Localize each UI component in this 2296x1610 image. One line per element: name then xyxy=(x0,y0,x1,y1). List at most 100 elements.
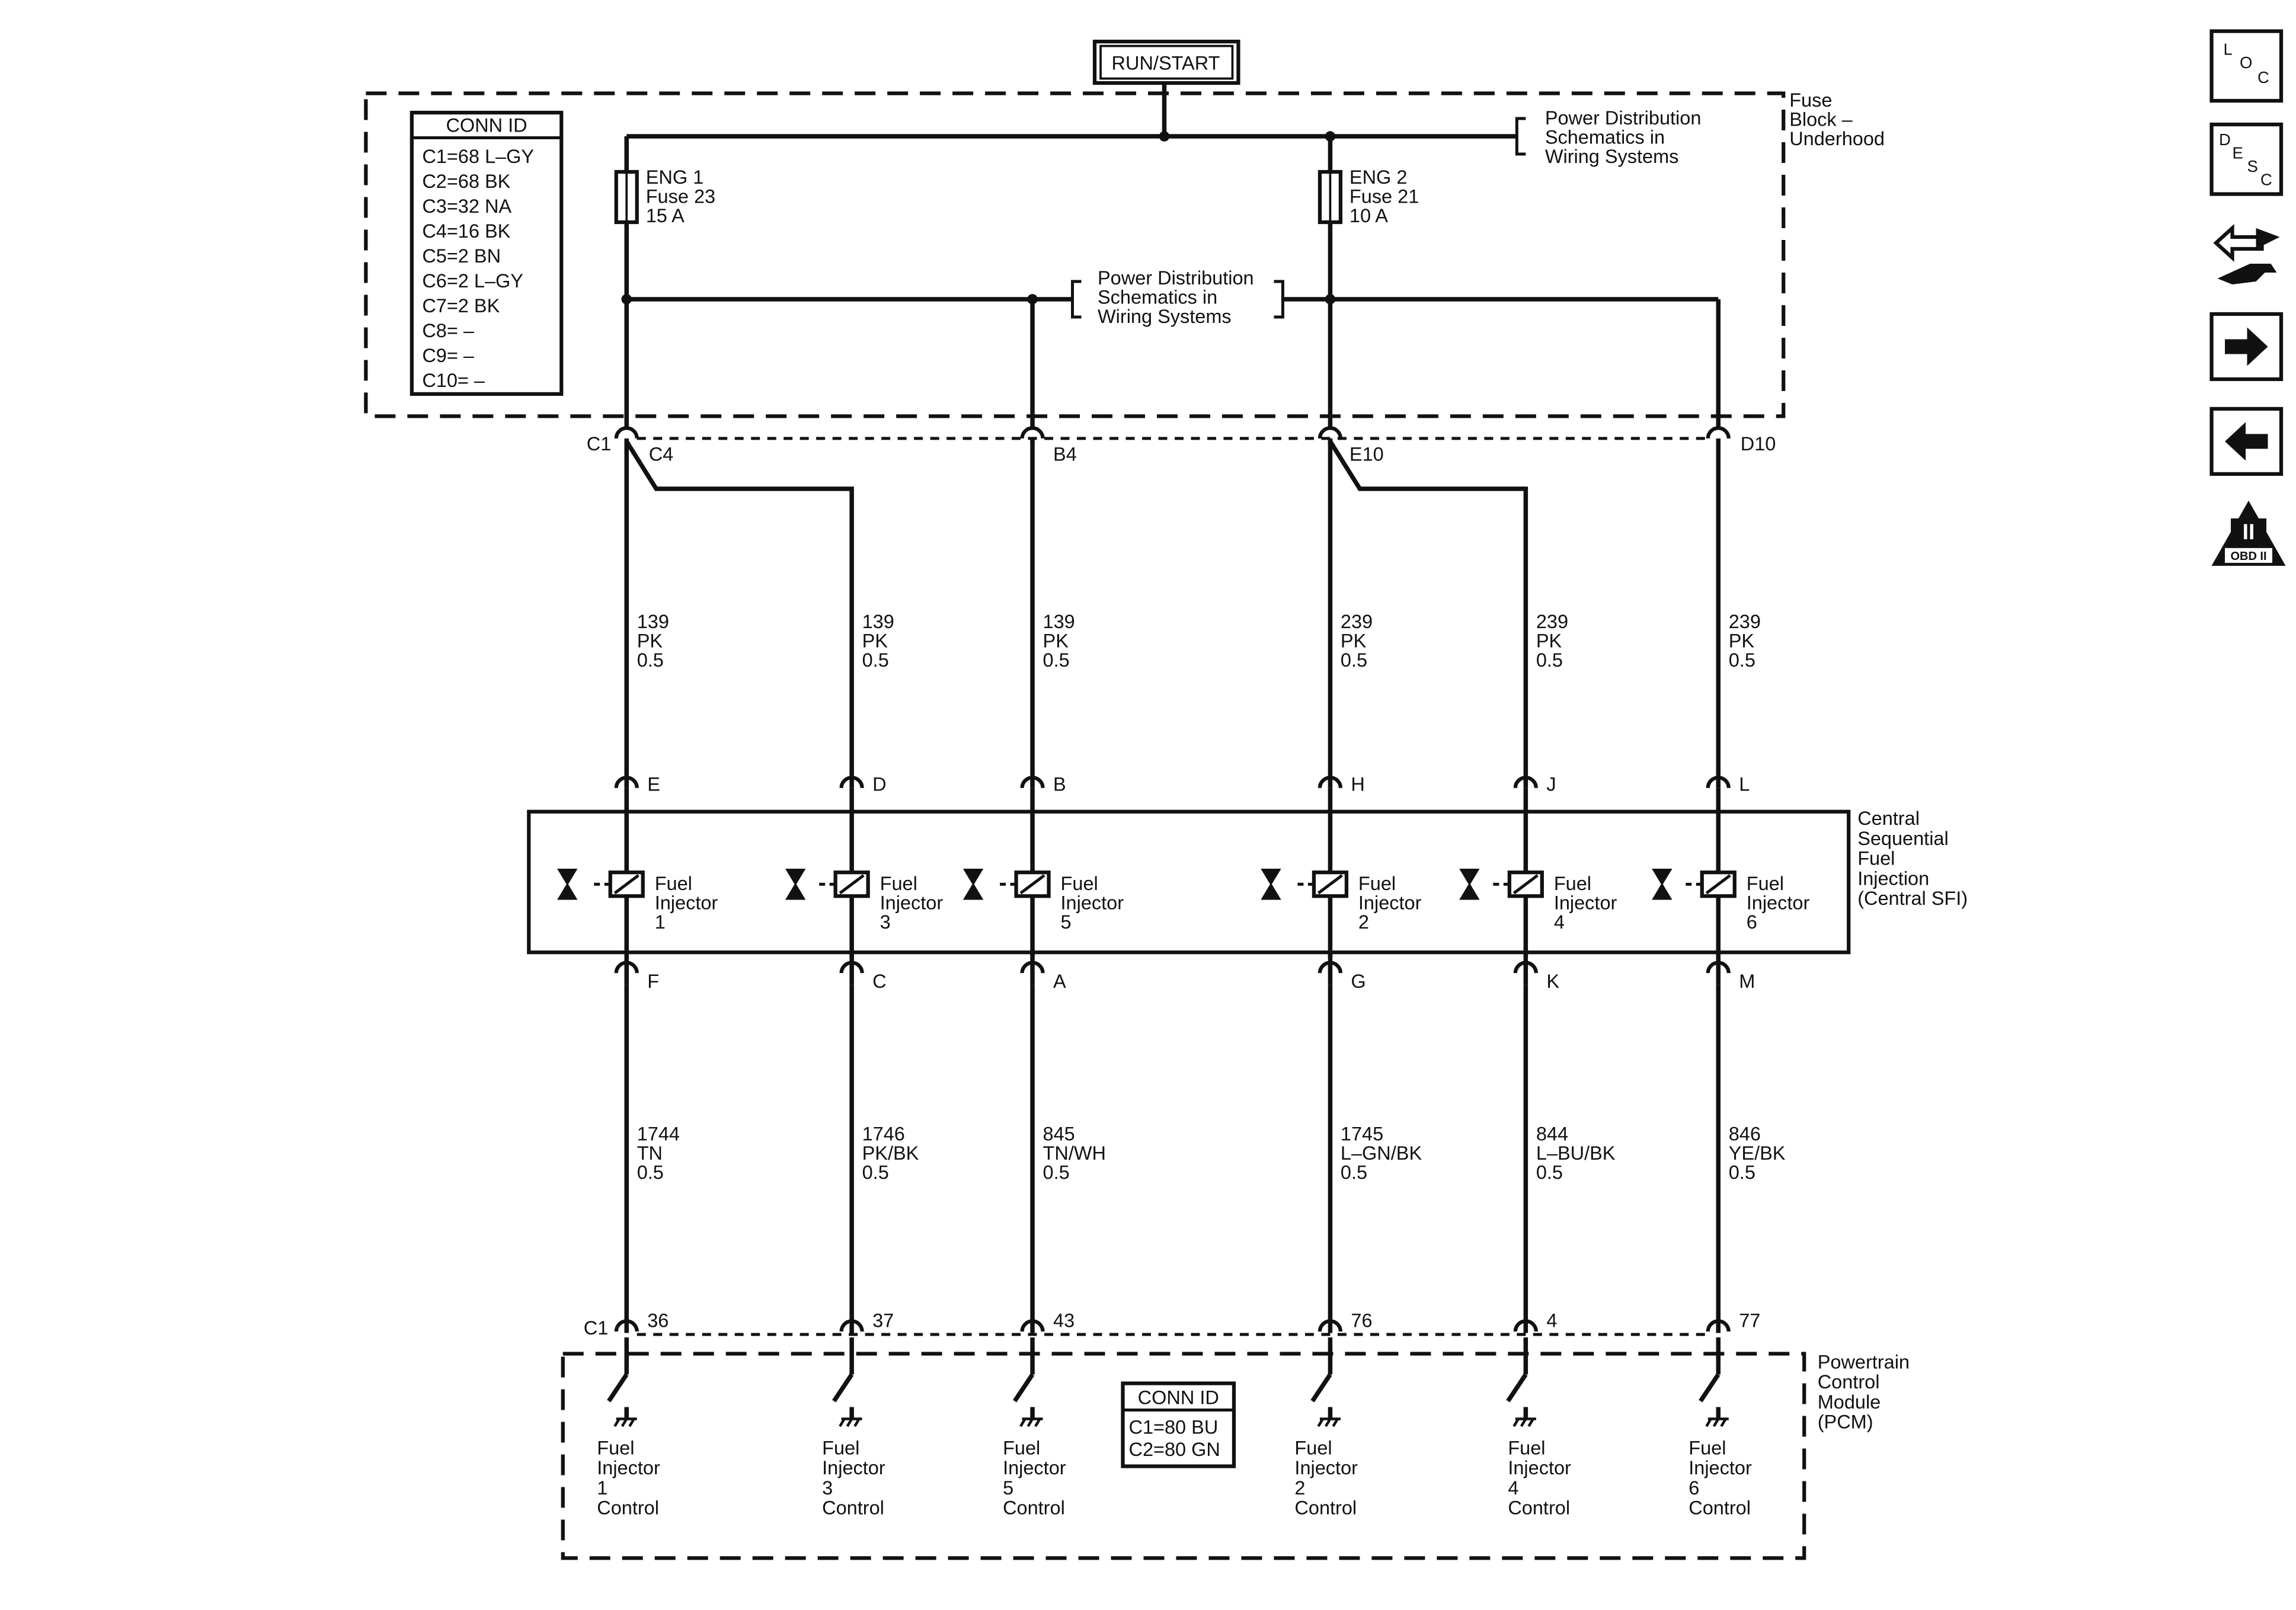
next-button[interactable] xyxy=(2209,312,2284,382)
driver-switch xyxy=(832,1373,854,1403)
valve-icon xyxy=(962,868,984,900)
driver-switch xyxy=(1699,1373,1721,1403)
wire-label-top: PK xyxy=(1729,630,1755,651)
sfi-label: Injection xyxy=(1857,868,1929,889)
fuse-block-connector xyxy=(1318,426,1343,439)
arrow-head[interactable] xyxy=(2256,228,2280,249)
sfi-label: Central xyxy=(1857,808,1920,829)
wire-to-injector-3 xyxy=(625,440,854,788)
wire-label-bottom: 1746 xyxy=(862,1124,905,1145)
injector-label: Injector xyxy=(1747,892,1810,914)
injector-control-label: Control xyxy=(822,1497,884,1519)
injector-control-label: Fuel xyxy=(1689,1437,1726,1458)
injector-label: Injector xyxy=(655,892,718,914)
injector-label: 2 xyxy=(1358,911,1369,933)
conn-id-entry: C7=2 BK xyxy=(422,295,500,316)
arrow-left-icon[interactable] xyxy=(2225,422,2268,461)
wire-label-top: 0.5 xyxy=(1043,649,1070,671)
injector-control-label: Fuel xyxy=(1003,1437,1040,1458)
sfi-label: (Central SFI) xyxy=(1857,888,1968,909)
next-button-frame[interactable] xyxy=(2209,312,2284,382)
loc-button-frame[interactable] xyxy=(2209,29,2284,103)
pcm-connector xyxy=(1513,1319,1538,1332)
conn-id-entry: C9= – xyxy=(422,345,475,366)
wire-label-top: 0.5 xyxy=(1536,649,1563,671)
injector-control-label: Control xyxy=(597,1497,659,1519)
fuse-block-connector xyxy=(1706,426,1731,439)
pcm-conn-id-entry: C2=80 GN xyxy=(1129,1439,1220,1460)
conn-id-entry: C4=16 BK xyxy=(422,220,510,242)
pin-label: B4 xyxy=(1053,443,1077,465)
pin-label: B xyxy=(1053,774,1066,795)
arrow-right-icon[interactable] xyxy=(2225,327,2268,366)
sfi-connector-top xyxy=(614,776,639,789)
wire-label-bottom: 845 xyxy=(1043,1124,1075,1145)
wire-label-top: 239 xyxy=(1729,611,1761,632)
fuse-block-connector xyxy=(614,426,639,439)
bus-splice xyxy=(1159,131,1170,142)
power-ref-top-label: Schematics in xyxy=(1545,127,1665,148)
injector-label: 4 xyxy=(1554,911,1565,933)
injector-control-label: Injector xyxy=(1294,1457,1358,1478)
injector-control-label: Injector xyxy=(822,1457,885,1478)
driver-switch xyxy=(1506,1373,1528,1403)
injector-coil xyxy=(1014,870,1051,898)
injector-control-label: 4 xyxy=(1508,1477,1518,1499)
conn-id-entry: C5=2 BN xyxy=(422,245,501,267)
wire-label-bottom: 846 xyxy=(1729,1124,1761,1145)
desc-letter: E xyxy=(2233,144,2243,162)
injector-label: Injector xyxy=(880,892,944,914)
injector-control-label: 2 xyxy=(1294,1477,1305,1499)
obd-ii-band[interactable] xyxy=(2225,548,2273,563)
wires xyxy=(594,83,1731,1427)
fuel-injector-4 xyxy=(1312,870,1349,898)
pin-label: D xyxy=(872,774,886,795)
driver-switch xyxy=(1012,1373,1035,1403)
injector-control-label: Control xyxy=(1689,1497,1751,1519)
sfi-connector-top xyxy=(1318,776,1343,789)
sfi-connector-top xyxy=(1706,776,1731,789)
wire-label-bottom: TN xyxy=(637,1142,663,1164)
driver-switch xyxy=(1310,1373,1332,1403)
component-boxes xyxy=(364,39,1851,1560)
wire-to-injector-4 xyxy=(1328,440,1528,788)
valve-icon xyxy=(785,868,806,900)
troubleshoot-icon[interactable] xyxy=(2213,223,2280,284)
pcm-label: Powertrain xyxy=(1818,1352,1910,1373)
pcm-connector xyxy=(1706,1319,1731,1332)
fuse1-label: 15 A xyxy=(646,205,685,226)
wrench-shape[interactable] xyxy=(2217,263,2277,284)
previous-button[interactable] xyxy=(2209,406,2284,476)
pin-label: C4 xyxy=(649,443,674,465)
wire-label-bottom: 0.5 xyxy=(1729,1162,1755,1183)
fuel-injector-6 xyxy=(1700,870,1737,898)
pcm-connector xyxy=(839,1319,864,1332)
desc-button-frame[interactable] xyxy=(2209,122,2284,196)
injector-label: Fuel xyxy=(1061,873,1098,894)
wire-label-bottom: 0.5 xyxy=(1536,1162,1563,1183)
power-ref-mid-label: Schematics in xyxy=(1098,286,1217,308)
pcm-connector xyxy=(614,1319,639,1332)
injector-control-label: Control xyxy=(1003,1497,1065,1519)
fuse2-label: Fuse 21 xyxy=(1350,186,1419,207)
obd-ii-inner[interactable] xyxy=(2231,518,2267,545)
fuse-block-outline xyxy=(364,91,1786,418)
arrow-shape[interactable] xyxy=(2213,223,2264,263)
pin-label: E xyxy=(647,774,660,795)
loc-button[interactable]: LOC xyxy=(2209,29,2284,103)
injector-control-label: 1 xyxy=(597,1477,607,1499)
pin-label: 4 xyxy=(1546,1310,1557,1331)
wire-label-top: 0.5 xyxy=(1729,649,1755,671)
fuse-block-label: Block – xyxy=(1789,109,1853,130)
injector-control-label: Injector xyxy=(1689,1457,1752,1478)
fuse-block-label: Fuse xyxy=(1789,89,1832,111)
valve-icon xyxy=(1459,868,1480,900)
driver-switch xyxy=(607,1373,629,1403)
conn-id-entry: C3=32 NA xyxy=(422,196,511,217)
pin-label: A xyxy=(1053,971,1066,992)
